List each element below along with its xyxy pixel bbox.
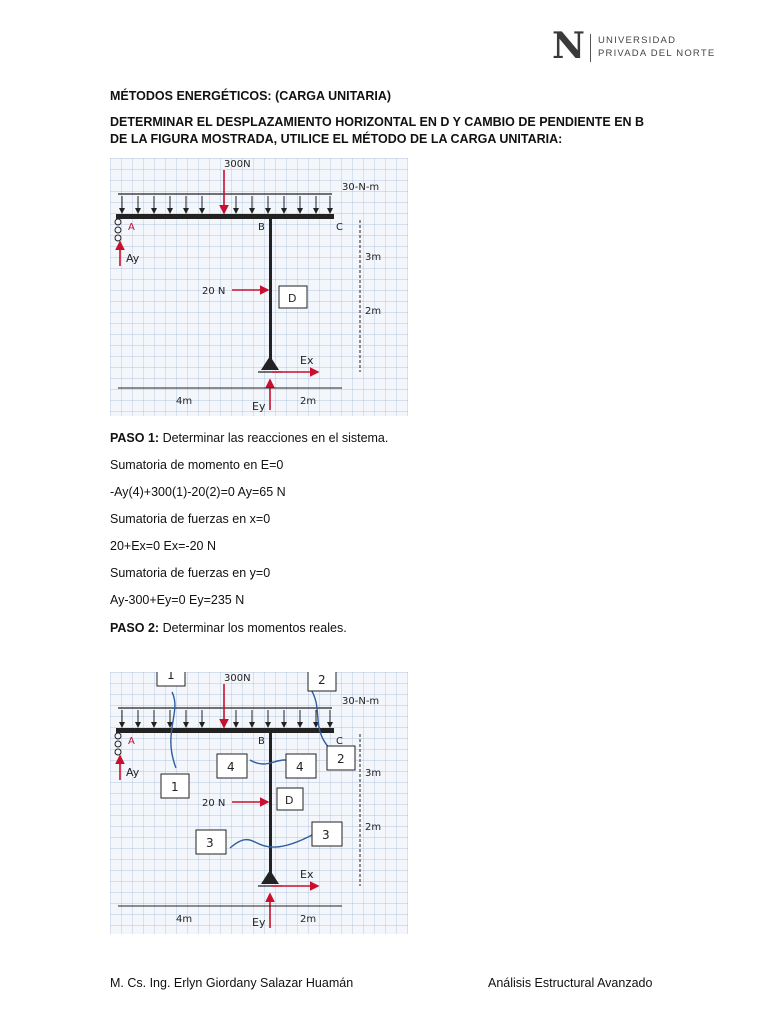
svg-text:2: 2 bbox=[318, 673, 326, 687]
beam-abc bbox=[116, 728, 334, 733]
label-ex: Ex bbox=[300, 354, 314, 367]
grid-paper bbox=[110, 158, 408, 416]
column-be bbox=[269, 733, 272, 883]
label-ay: Ay bbox=[126, 252, 140, 265]
cut-box-4-left: 4 bbox=[216, 753, 248, 779]
cut-box-2-right: 2 bbox=[326, 745, 356, 771]
point-d-box bbox=[278, 285, 308, 309]
dim-3m: 3m bbox=[365, 252, 381, 263]
label-a: A bbox=[128, 736, 135, 747]
cut-box-1-top: 1 bbox=[156, 672, 186, 687]
cut-box-1-bottom: 1 bbox=[160, 773, 190, 799]
dim-4m: 4m bbox=[176, 396, 192, 407]
label-d: D bbox=[285, 794, 293, 807]
cut-line-3 bbox=[229, 833, 315, 849]
svg-text:3: 3 bbox=[206, 836, 214, 850]
equation-line-1: Sumatoria de momento en E=0 bbox=[110, 458, 284, 472]
paso1-line: PASO 1: Determinar las reacciones en el … bbox=[110, 430, 388, 446]
label-b: B bbox=[258, 222, 265, 233]
svg-text:1: 1 bbox=[171, 780, 179, 794]
logo-sub-text: PRIVADA DEL NORTE bbox=[598, 48, 716, 59]
distributed-load-arrows bbox=[118, 707, 333, 728]
label-ex: Ex bbox=[300, 868, 314, 881]
roller-support-a bbox=[114, 732, 122, 756]
beam-abc bbox=[116, 214, 334, 219]
footer-author: M. Cs. Ing. Erlyn Giordany Salazar Huamá… bbox=[110, 976, 354, 990]
point-d-box bbox=[276, 787, 304, 811]
logo-main-text: UNIVERSIDAD bbox=[598, 35, 677, 46]
distributed-load-label: 30-N-m bbox=[342, 696, 379, 707]
logo-mark: N bbox=[552, 25, 585, 67]
cut-box-3-right: 3 bbox=[311, 821, 343, 847]
paso2-label: PASO 2: bbox=[110, 621, 160, 635]
equation-line-4: 20+Ex=0 Ex=-20 N bbox=[110, 539, 216, 553]
svg-text:1: 1 bbox=[167, 672, 175, 682]
label-ey: Ey bbox=[252, 916, 266, 929]
dim-3m: 3m bbox=[365, 768, 381, 779]
label-c: C bbox=[336, 736, 343, 747]
equation-line-6: Ay-300+Ey=0 Ey=235 N bbox=[110, 593, 245, 607]
horizontal-load-label: 20 N bbox=[202, 286, 225, 297]
point-load-label: 300N bbox=[224, 673, 251, 684]
point-load-label: 300N bbox=[224, 159, 251, 170]
column-be bbox=[269, 219, 272, 369]
svg-text:4: 4 bbox=[227, 760, 235, 774]
logo-divider bbox=[590, 34, 591, 62]
label-ay: Ay bbox=[126, 766, 140, 779]
structure-figure-2: 30-N-m 300N A B C Ay 20 N D Ex Ey 3m 2m … bbox=[110, 672, 408, 934]
paso2-line: PASO 2: Determinar los momentos reales. bbox=[110, 620, 347, 636]
dim-4m: 4m bbox=[176, 914, 192, 925]
equation-line-3: Sumatoria de fuerzas en x=0 bbox=[110, 512, 271, 526]
footer-course: Análisis Estructural Avanzado bbox=[488, 976, 653, 990]
cut-box-2-top: 2 bbox=[307, 672, 337, 692]
dim-2m: 2m bbox=[365, 306, 381, 317]
grid-paper bbox=[110, 672, 408, 934]
paso2-text: Determinar los momentos reales. bbox=[159, 621, 347, 635]
university-logo: N UNIVERSIDAD PRIVADA DEL NORTE bbox=[552, 28, 737, 68]
svg-text:2: 2 bbox=[337, 752, 345, 766]
doc-title: MÉTODOS ENERGÉTICOS: (CARGA UNITARIA) bbox=[110, 89, 392, 103]
cut-line-1 bbox=[170, 691, 177, 769]
paso1-label: PASO 1: bbox=[110, 431, 160, 445]
dim-2m: 2m bbox=[365, 822, 381, 833]
horizontal-load-label: 20 N bbox=[202, 798, 225, 809]
equation-line-2: -Ay(4)+300(1)-20(2)=0 Ay=65 N bbox=[110, 485, 286, 499]
equation-line-5: Sumatoria de fuerzas en y=0 bbox=[110, 566, 271, 580]
label-ey: Ey bbox=[252, 400, 266, 413]
label-b: B bbox=[258, 736, 265, 747]
problem-statement: DETERMINAR EL DESPLAZAMIENTO HORIZONTAL … bbox=[110, 115, 645, 146]
structure-figure-1: 30-N-m 300N A B C Ay 20 N D Ex Ey 3m 2m … bbox=[110, 158, 408, 416]
label-d: D bbox=[288, 292, 296, 305]
paso1-text: Determinar las reacciones en el sistema. bbox=[159, 431, 389, 445]
cut-box-4-right: 4 bbox=[285, 753, 317, 779]
distributed-load-arrows bbox=[118, 193, 333, 214]
label-c: C bbox=[336, 222, 343, 233]
label-a: A bbox=[128, 222, 135, 233]
distributed-load-label: 30-N-m bbox=[342, 182, 379, 193]
svg-text:4: 4 bbox=[296, 760, 304, 774]
svg-text:3: 3 bbox=[322, 828, 330, 842]
dim-2m-horizontal: 2m bbox=[300, 914, 316, 925]
cut-box-3-left: 3 bbox=[195, 829, 227, 855]
dim-2m-horizontal: 2m bbox=[300, 396, 316, 407]
